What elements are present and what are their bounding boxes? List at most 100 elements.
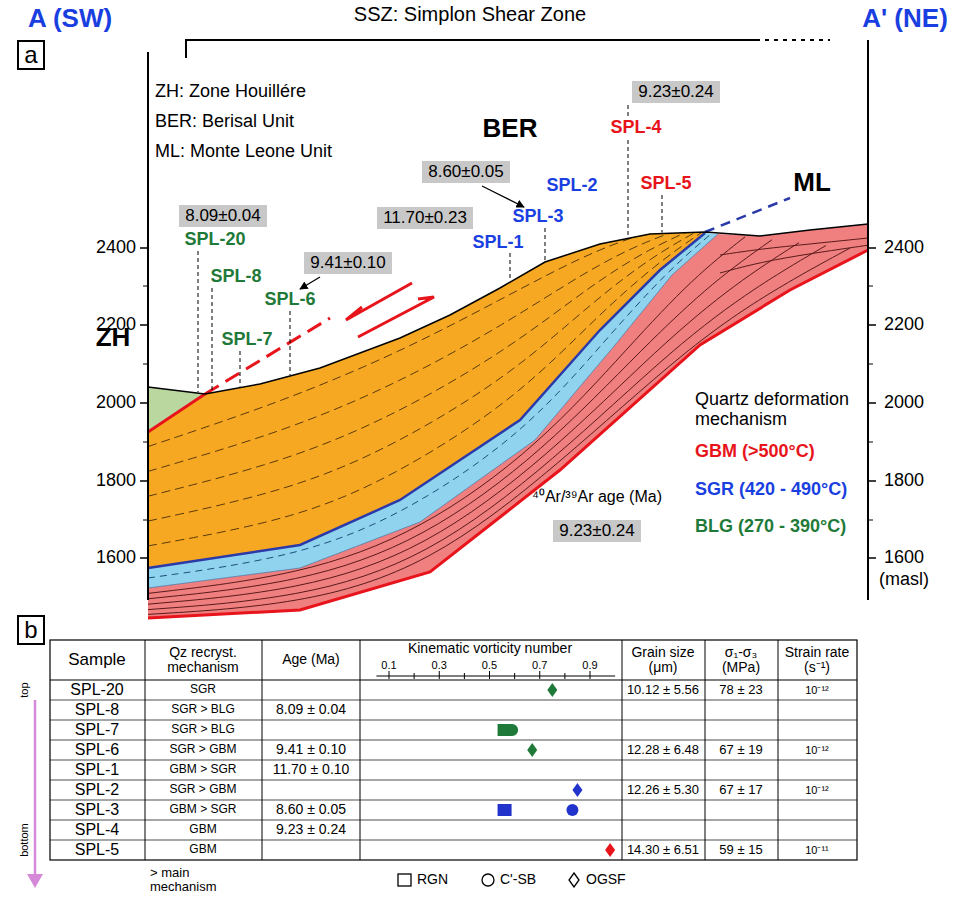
text-label: 67 ± 19 xyxy=(719,743,762,757)
text-label: 8.60 ± 0.05 xyxy=(276,802,346,817)
text-label: SPL-1 xyxy=(75,761,119,779)
legend-entry: C'-SB xyxy=(480,872,536,888)
text-label: SPL-2 xyxy=(546,176,597,196)
text-label: (masl) xyxy=(879,570,929,590)
table-column-line xyxy=(622,640,623,860)
text-label: SPL-5 xyxy=(640,174,691,194)
text-label: SPL-3 xyxy=(75,801,119,819)
age-box: 9.23±0.24 xyxy=(632,81,720,104)
text-label: SGR > BLG xyxy=(171,703,235,716)
text-label: 2400 xyxy=(884,238,924,258)
ogsf-symbol xyxy=(527,743,537,757)
table-column-line xyxy=(778,640,779,860)
text-label: 0.9 xyxy=(582,659,597,671)
text-label: SGR xyxy=(190,683,216,696)
text-label: 11.70 ± 0.10 xyxy=(273,762,350,777)
text-label: 1800 xyxy=(884,471,924,491)
vorticity-tick xyxy=(564,673,565,679)
text-label: SPL-2 xyxy=(75,781,119,799)
right-axis xyxy=(867,40,869,600)
panel-letter-box: b xyxy=(17,615,44,645)
text-label: BER: Berisal Unit xyxy=(155,112,294,132)
text-label: 0.7 xyxy=(532,659,547,671)
sample-leader xyxy=(628,105,629,118)
text-label: GBM > SGR xyxy=(169,763,236,776)
table-row-line xyxy=(50,820,857,821)
foliation-line xyxy=(720,245,868,273)
text-label: SPL-4 xyxy=(610,118,661,138)
table-column-line xyxy=(360,640,361,860)
foliation-dashed xyxy=(148,220,701,447)
axis-tick xyxy=(143,286,148,287)
table-row-line xyxy=(50,840,857,841)
axis-tick xyxy=(140,480,148,482)
text-label: 2400 xyxy=(96,238,136,258)
ogsf-symbol xyxy=(547,683,557,697)
text-label: > main mechanism xyxy=(150,866,250,895)
zh-contact xyxy=(148,394,205,432)
node-text: 8.60±0.05 xyxy=(428,162,504,181)
table-row-line xyxy=(50,800,857,801)
text-label: Sample xyxy=(68,651,126,670)
text-label: 14.30 ± 6.51 xyxy=(627,843,699,857)
text-label: Grain size (μm) xyxy=(624,645,702,676)
left-axis xyxy=(147,52,149,600)
node-text: 9.41±0.10 xyxy=(310,253,386,272)
text-label: 78 ± 23 xyxy=(719,683,762,697)
text-label: SPL-5 xyxy=(75,841,119,859)
text-label: 8.09 ± 0.04 xyxy=(276,702,346,717)
age-box: 9.23±0.24 xyxy=(553,520,641,543)
legend-text: OGSF xyxy=(586,872,626,887)
text-label: 1800 xyxy=(96,471,136,491)
axis-tick xyxy=(868,324,876,326)
axis-tick xyxy=(868,402,876,404)
age-box: 9.41±0.10 xyxy=(304,252,392,275)
foliation-dashed xyxy=(148,225,702,496)
text-label: SPL-1 xyxy=(472,233,523,253)
order-arrow xyxy=(34,700,37,876)
sample-leader xyxy=(545,228,546,261)
node-text: 11.70±0.23 xyxy=(383,208,467,227)
age-box: 8.60±0.05 xyxy=(422,161,510,184)
vorticity-tick xyxy=(539,671,540,679)
text-label: SGR > GBM xyxy=(169,783,236,796)
text-label: 10⁻¹² xyxy=(805,684,829,696)
table-column-line xyxy=(262,640,263,860)
foliation-line xyxy=(720,238,868,255)
sample-leader xyxy=(628,140,629,237)
text-label: 10⁻¹² xyxy=(805,784,829,796)
text-label: 0.1 xyxy=(381,659,396,671)
node-text: b xyxy=(24,616,37,643)
text-label: 2200 xyxy=(884,315,924,335)
vorticity-tick xyxy=(489,671,490,679)
age-box: 8.09±0.04 xyxy=(179,205,267,228)
node-text: 9.23±0.24 xyxy=(638,82,714,101)
topography xyxy=(148,224,868,394)
foliation-line xyxy=(148,237,745,594)
text-label: A (SW) xyxy=(28,4,112,33)
foliation-line xyxy=(148,248,850,614)
text-label: Quartz deformation mechanism xyxy=(695,390,867,430)
table-row-line xyxy=(50,740,857,741)
table-row-line xyxy=(50,720,857,721)
text-label: SGR > BLG xyxy=(171,723,235,736)
legend-symbol xyxy=(566,872,582,888)
ogsf-symbol xyxy=(569,873,579,887)
vorticity-tick xyxy=(590,671,591,679)
text-label: SSZ: Simplon Shear Zone xyxy=(354,3,586,25)
vorticity-tick xyxy=(389,671,390,679)
text-label: GBM > SGR xyxy=(169,803,236,816)
text-label: 12.28 ± 6.48 xyxy=(627,743,699,757)
node-text: 9.23±0.24 xyxy=(559,521,635,540)
text-label: ⁴⁰Ar/³⁹Ar age (Ma) xyxy=(532,488,662,506)
legend-entry: RGN xyxy=(397,872,448,888)
sample-leader xyxy=(510,253,511,281)
band-base xyxy=(148,234,718,588)
text-label: Kinematic vorticity number xyxy=(408,641,572,656)
axis-tick xyxy=(143,442,148,443)
text-label: top xyxy=(18,682,30,697)
text-label: BER xyxy=(483,114,538,143)
axis-tick xyxy=(868,557,876,559)
text-label: SPL-7 xyxy=(221,330,272,350)
lower-boundary xyxy=(148,250,868,618)
